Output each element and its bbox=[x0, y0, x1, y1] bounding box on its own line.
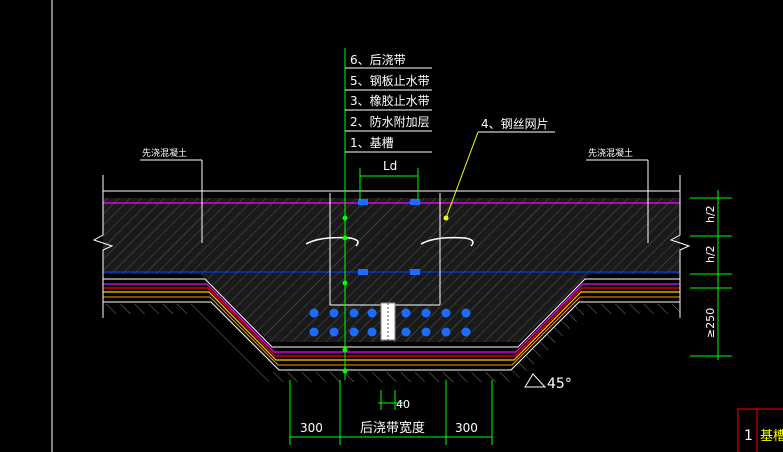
ld-dimension bbox=[359, 168, 419, 200]
band-width-title: 后浇带宽度 bbox=[360, 420, 425, 436]
title-block-text: 基槽 bbox=[760, 429, 783, 444]
break-line-right bbox=[669, 175, 691, 318]
dim-h2-top: h/2 bbox=[704, 205, 717, 223]
dim-h2-bottom: h/2 bbox=[704, 245, 717, 263]
waterproof-layers bbox=[103, 278, 680, 371]
legend-lines bbox=[345, 67, 432, 153]
mesh-callout: 4、钢丝网片 bbox=[481, 117, 549, 131]
ld-label: Ld bbox=[383, 159, 397, 173]
dim-250: ≥250 bbox=[704, 308, 717, 338]
bottom-dimensions bbox=[289, 380, 493, 445]
rebar-bottom bbox=[309, 308, 471, 337]
dim-300-left: 300 bbox=[300, 421, 323, 435]
break-line-left bbox=[92, 175, 114, 318]
mesh-leader-dot bbox=[443, 215, 449, 221]
title-block bbox=[737, 408, 783, 452]
angle-marker bbox=[524, 373, 547, 388]
rubber-waterstop-right bbox=[420, 236, 474, 247]
title-block-number: 1 bbox=[744, 428, 753, 444]
legend-2: 2、防水附加层 bbox=[350, 114, 430, 129]
left-concrete-label: 先浇混凝土 bbox=[142, 147, 187, 159]
leader-dots bbox=[342, 215, 348, 374]
legend-1: 1、基槽 bbox=[350, 136, 394, 150]
soil-hatch bbox=[103, 304, 680, 382]
angle-label: 45° bbox=[547, 376, 572, 392]
dim-40: 40 bbox=[396, 398, 410, 411]
concrete-slab bbox=[103, 198, 680, 342]
legend-6: 6、后浇带 bbox=[350, 53, 406, 67]
legend-5: 5、钢板止水带 bbox=[350, 74, 430, 88]
right-dimensions bbox=[690, 190, 732, 360]
layer-legend: 6、后浇带 5、钢板止水带 3、橡胶止水带 2、防水附加层 1、基槽 bbox=[350, 53, 430, 150]
dim-300-right: 300 bbox=[455, 421, 478, 435]
rubber-waterstop-left bbox=[305, 236, 359, 247]
legend-3: 3、橡胶止水带 bbox=[350, 93, 430, 108]
rebar-top bbox=[358, 199, 420, 275]
mesh-leader bbox=[445, 131, 479, 219]
right-concrete-label: 先浇混凝土 bbox=[588, 147, 633, 159]
